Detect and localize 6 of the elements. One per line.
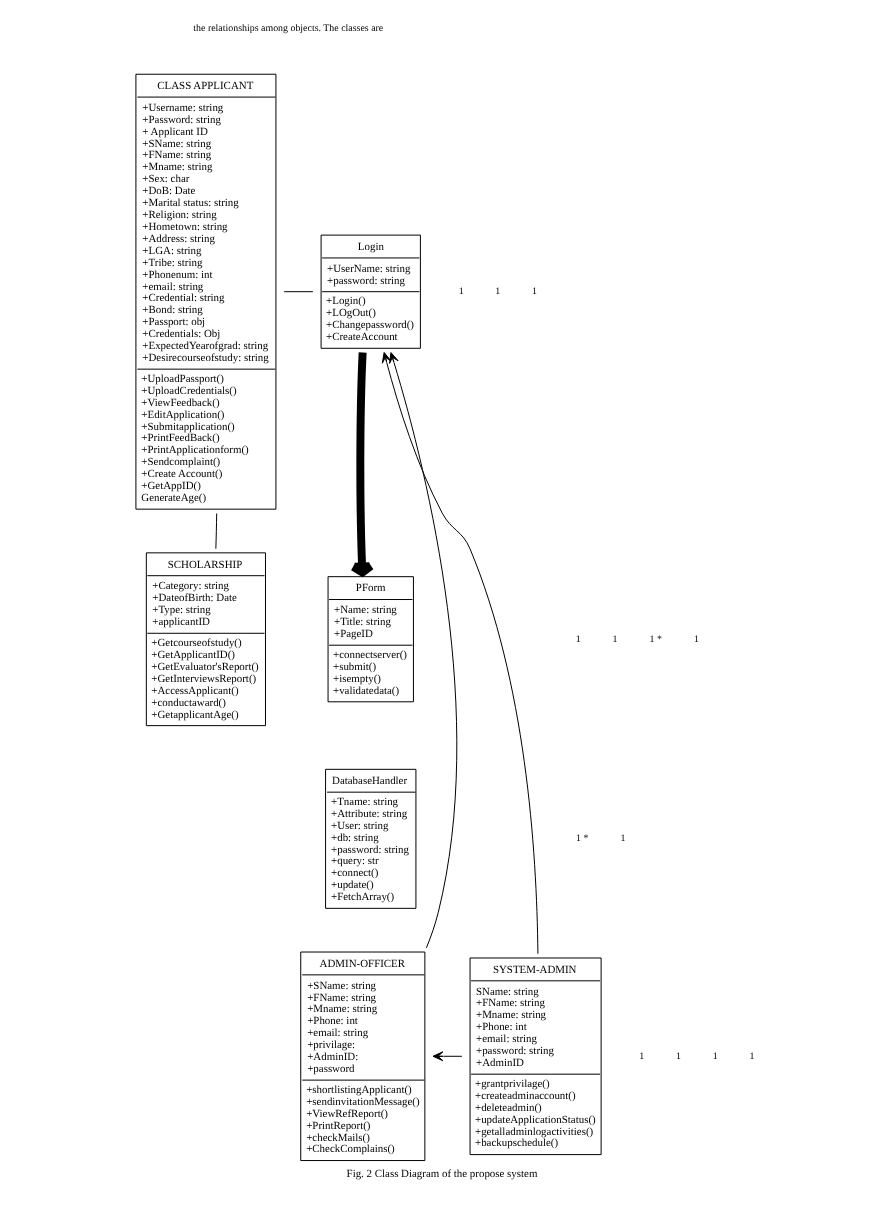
arrow	[431, 1051, 462, 1062]
connector	[282, 291, 313, 293]
arrow	[388, 352, 457, 949]
arrow	[348, 352, 374, 577]
connector	[214, 513, 217, 550]
arrow	[380, 352, 538, 955]
